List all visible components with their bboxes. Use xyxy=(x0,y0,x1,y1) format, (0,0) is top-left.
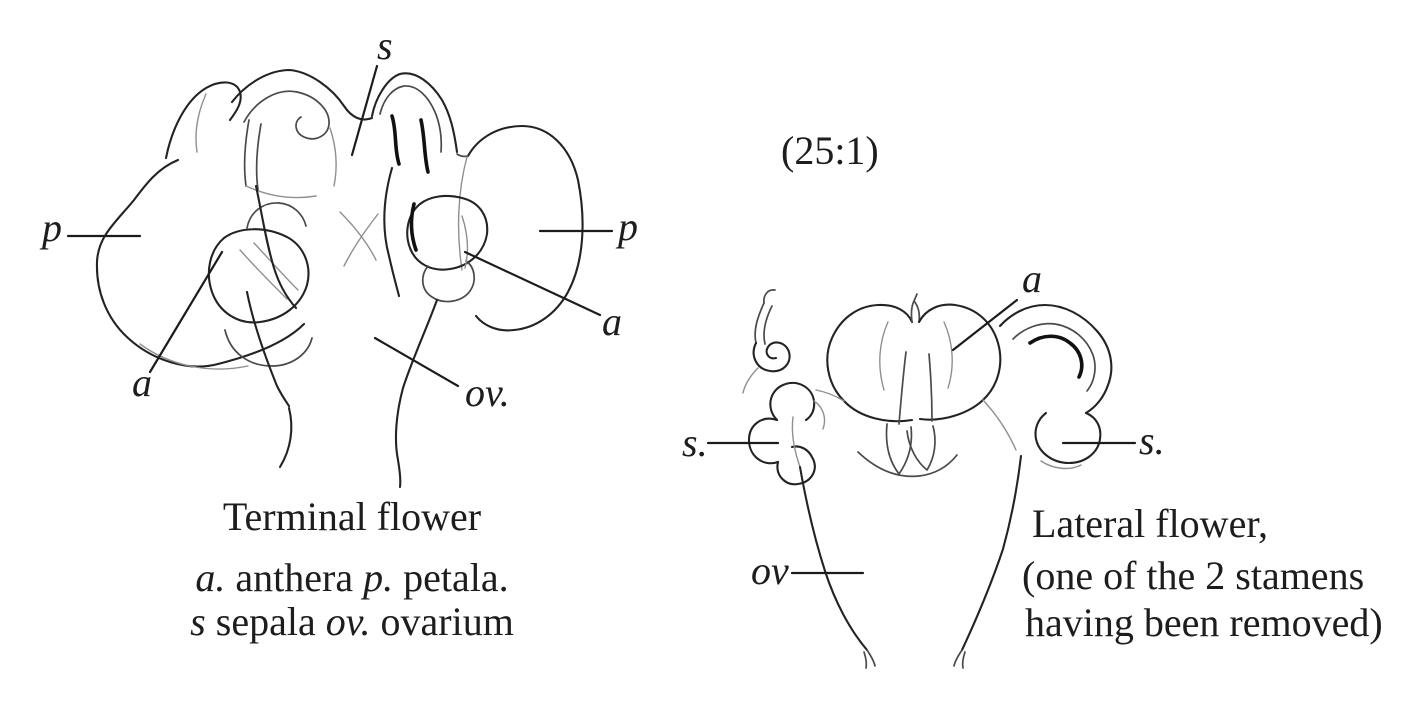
terminal-dome-right-inner xyxy=(329,127,337,187)
lateral-ovary-right-edge xyxy=(960,454,1023,652)
label-anthera-left: a xyxy=(132,360,152,405)
label-petala-left: p xyxy=(42,205,62,250)
lateral-flower-drawing xyxy=(742,289,1113,669)
caption-lateral-line3: having been removed) xyxy=(1025,600,1383,645)
legend-a-abbr: a. xyxy=(195,555,226,600)
label-sepala-lateral-left: s. xyxy=(682,420,708,465)
lateral-filament-coil xyxy=(752,341,791,373)
lateral-mouth-arc xyxy=(857,451,958,478)
legend-p-abbr: p. xyxy=(363,555,394,600)
lateral-anther-left-lobe xyxy=(826,303,914,423)
leader-anthera-left xyxy=(148,250,224,374)
terminal-anther-right-detail xyxy=(461,215,469,269)
caption-terminal-legend-line1: a. anthera p. petala. xyxy=(162,558,542,598)
lateral-ovary-tip-right xyxy=(953,649,966,669)
lateral-anther-inner-right xyxy=(943,321,953,389)
terminal-anther-left-detail-a xyxy=(239,249,288,300)
lateral-anther-connective-a xyxy=(898,351,907,425)
lateral-sepal-left-bottom-lobe xyxy=(776,445,816,486)
terminal-dome-left-base xyxy=(245,185,317,199)
terminal-crest-right-fold2 xyxy=(419,118,430,174)
lateral-hook-core xyxy=(1028,334,1084,379)
terminal-crozier-outer xyxy=(230,68,374,121)
legend-s-word: sepala xyxy=(205,599,326,644)
lateral-anther-connective-b xyxy=(928,353,933,422)
terminal-stalk-right xyxy=(394,298,439,489)
caption-lateral-line1: Lateral flower, xyxy=(1032,501,1269,546)
terminal-crest-right-fold xyxy=(390,114,401,166)
lateral-coil-to-sepal xyxy=(742,367,759,394)
lateral-hook-outer xyxy=(998,303,1113,415)
terminal-stalk-left xyxy=(245,290,291,408)
lateral-filament-stem-b xyxy=(763,305,773,345)
terminal-anther-left-detail-b xyxy=(253,242,299,291)
terminal-petal-left-lower-lobe xyxy=(224,329,313,367)
leader-ovarium-terminal xyxy=(373,336,460,388)
lateral-sepal-left-join xyxy=(813,400,826,430)
leader-anthera-lateral xyxy=(951,298,1019,352)
terminal-crest-left-outer xyxy=(164,81,242,160)
terminal-crest-right-inner xyxy=(379,85,443,153)
terminal-column-left-edge xyxy=(254,184,298,310)
lateral-anther-inner-left xyxy=(879,321,889,391)
terminal-petal-left-outline xyxy=(95,158,306,368)
legend-p-word: petala. xyxy=(393,555,509,600)
label-sepala-lateral-right: s. xyxy=(1139,418,1165,463)
lateral-inner-petal-b xyxy=(906,425,936,471)
terminal-petal-right-outline xyxy=(466,124,584,332)
label-ovarium-lateral: ov xyxy=(751,548,789,593)
lateral-anther-right-lobe xyxy=(917,303,1002,421)
terminal-anther-left-top-lobe xyxy=(246,202,307,229)
legend-ov-word: ovarium xyxy=(370,599,514,644)
terminal-crozier-stem-a xyxy=(243,119,250,187)
lateral-ovary-left-edge xyxy=(798,465,869,652)
label-petala-right: p xyxy=(618,204,638,249)
label-anthera-right: a xyxy=(602,299,622,344)
lateral-sepal-to-anther xyxy=(815,389,845,402)
terminal-petal-right-inner-edge xyxy=(457,156,468,271)
terminal-anther-right-edge xyxy=(409,202,418,252)
terminal-crozier-stem-b xyxy=(255,123,262,191)
lateral-ovary-tip-left xyxy=(863,649,876,669)
scale-note: (25:1) xyxy=(781,128,879,173)
terminal-flower-drawing xyxy=(95,68,584,489)
lateral-sepal-left-side-lobe xyxy=(747,417,780,465)
lateral-ovary-left-join xyxy=(791,416,801,468)
legend-a-word: anthera xyxy=(225,555,364,600)
terminal-crest-left-inner xyxy=(195,93,207,153)
lateral-sepal-right-outline xyxy=(1034,411,1102,465)
lateral-mouth-right-join xyxy=(982,399,1017,451)
lateral-anther-notch xyxy=(910,293,921,323)
terminal-stalk-left-tip xyxy=(278,406,293,469)
terminal-anther-left-outline xyxy=(207,228,310,324)
legend-ov-abbr: ov. xyxy=(325,599,371,644)
lateral-sepal-right-bottom xyxy=(1040,460,1082,470)
terminal-anther-right-outline xyxy=(406,194,489,271)
terminal-column-right-edge xyxy=(383,166,401,298)
terminal-flower-leaders xyxy=(66,64,614,388)
lateral-flower-leaders xyxy=(706,298,1137,575)
terminal-petal-left-bottom xyxy=(139,343,249,370)
terminal-petal-right-top-join xyxy=(456,153,469,158)
terminal-crossed-filament-b xyxy=(343,213,379,267)
legend-s-abbr: s xyxy=(190,599,206,644)
lateral-hook-inner xyxy=(1012,322,1096,392)
label-ovarium-terminal: ov. xyxy=(465,370,510,415)
terminal-crest-right-outer xyxy=(370,72,459,154)
leader-sepala-terminal xyxy=(350,64,379,157)
terminal-anther-right-lower-lobe xyxy=(421,260,476,303)
caption-lateral-line2: (one of the 2 stamens xyxy=(1022,553,1365,598)
label-sepala-terminal: s xyxy=(377,23,393,68)
caption-terminal-legend-line2: s sepala ov. ovarium xyxy=(162,602,542,642)
terminal-crozier-inner-curl xyxy=(243,90,330,140)
label-anthera-lateral: a xyxy=(1022,256,1042,301)
terminal-crossed-filament-a xyxy=(339,211,377,261)
lateral-filament-stem-a xyxy=(754,302,765,344)
lateral-sepal-left-top-lobe xyxy=(769,381,816,422)
caption-terminal-title: Terminal flower xyxy=(222,494,482,539)
lateral-filament-tip xyxy=(763,289,776,304)
lateral-inner-petal-a xyxy=(885,423,913,475)
leader-anthera-right xyxy=(463,250,602,317)
